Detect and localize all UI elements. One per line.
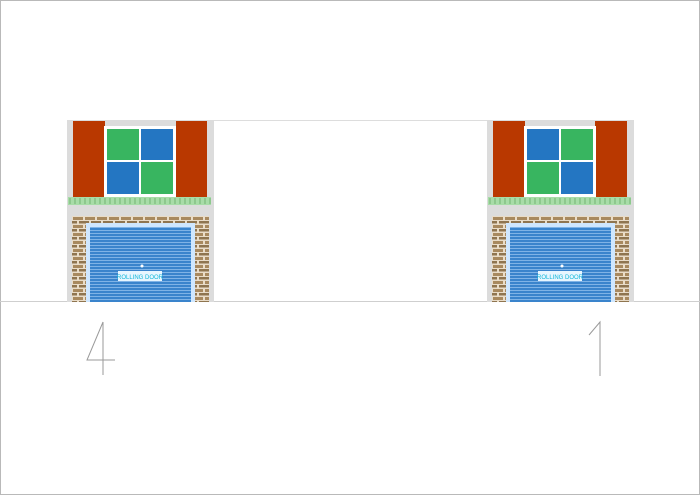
door-handle [140, 264, 144, 268]
door-label: ROLLING DOOR [117, 275, 164, 281]
rolling-door [510, 227, 611, 302]
window-pane [527, 162, 559, 194]
door-label-box [538, 271, 582, 281]
rolling-door [90, 227, 191, 302]
window-pane [107, 129, 139, 160]
elevation-left: ROLLING DOOR 4 [67, 120, 214, 375]
door-handle [560, 264, 564, 268]
elevation-right: ROLLING DOOR 1 [487, 120, 634, 376]
shutter-right [176, 121, 207, 197]
shutter-right [595, 121, 627, 197]
window-pane [527, 129, 559, 160]
window-pane [561, 162, 593, 194]
elevation-number-1 [588, 320, 601, 376]
planter-box [488, 197, 631, 205]
shutter-left [73, 121, 105, 197]
planter-box [68, 197, 211, 205]
door-label: ROLLING DOOR [537, 275, 584, 281]
window-pane [141, 162, 173, 194]
door-label-box [118, 271, 162, 281]
window-pane [561, 129, 593, 160]
window-pane [107, 162, 139, 194]
window-pane [141, 129, 173, 160]
shutter-left [493, 121, 525, 197]
elevation-number-4 [86, 321, 115, 375]
